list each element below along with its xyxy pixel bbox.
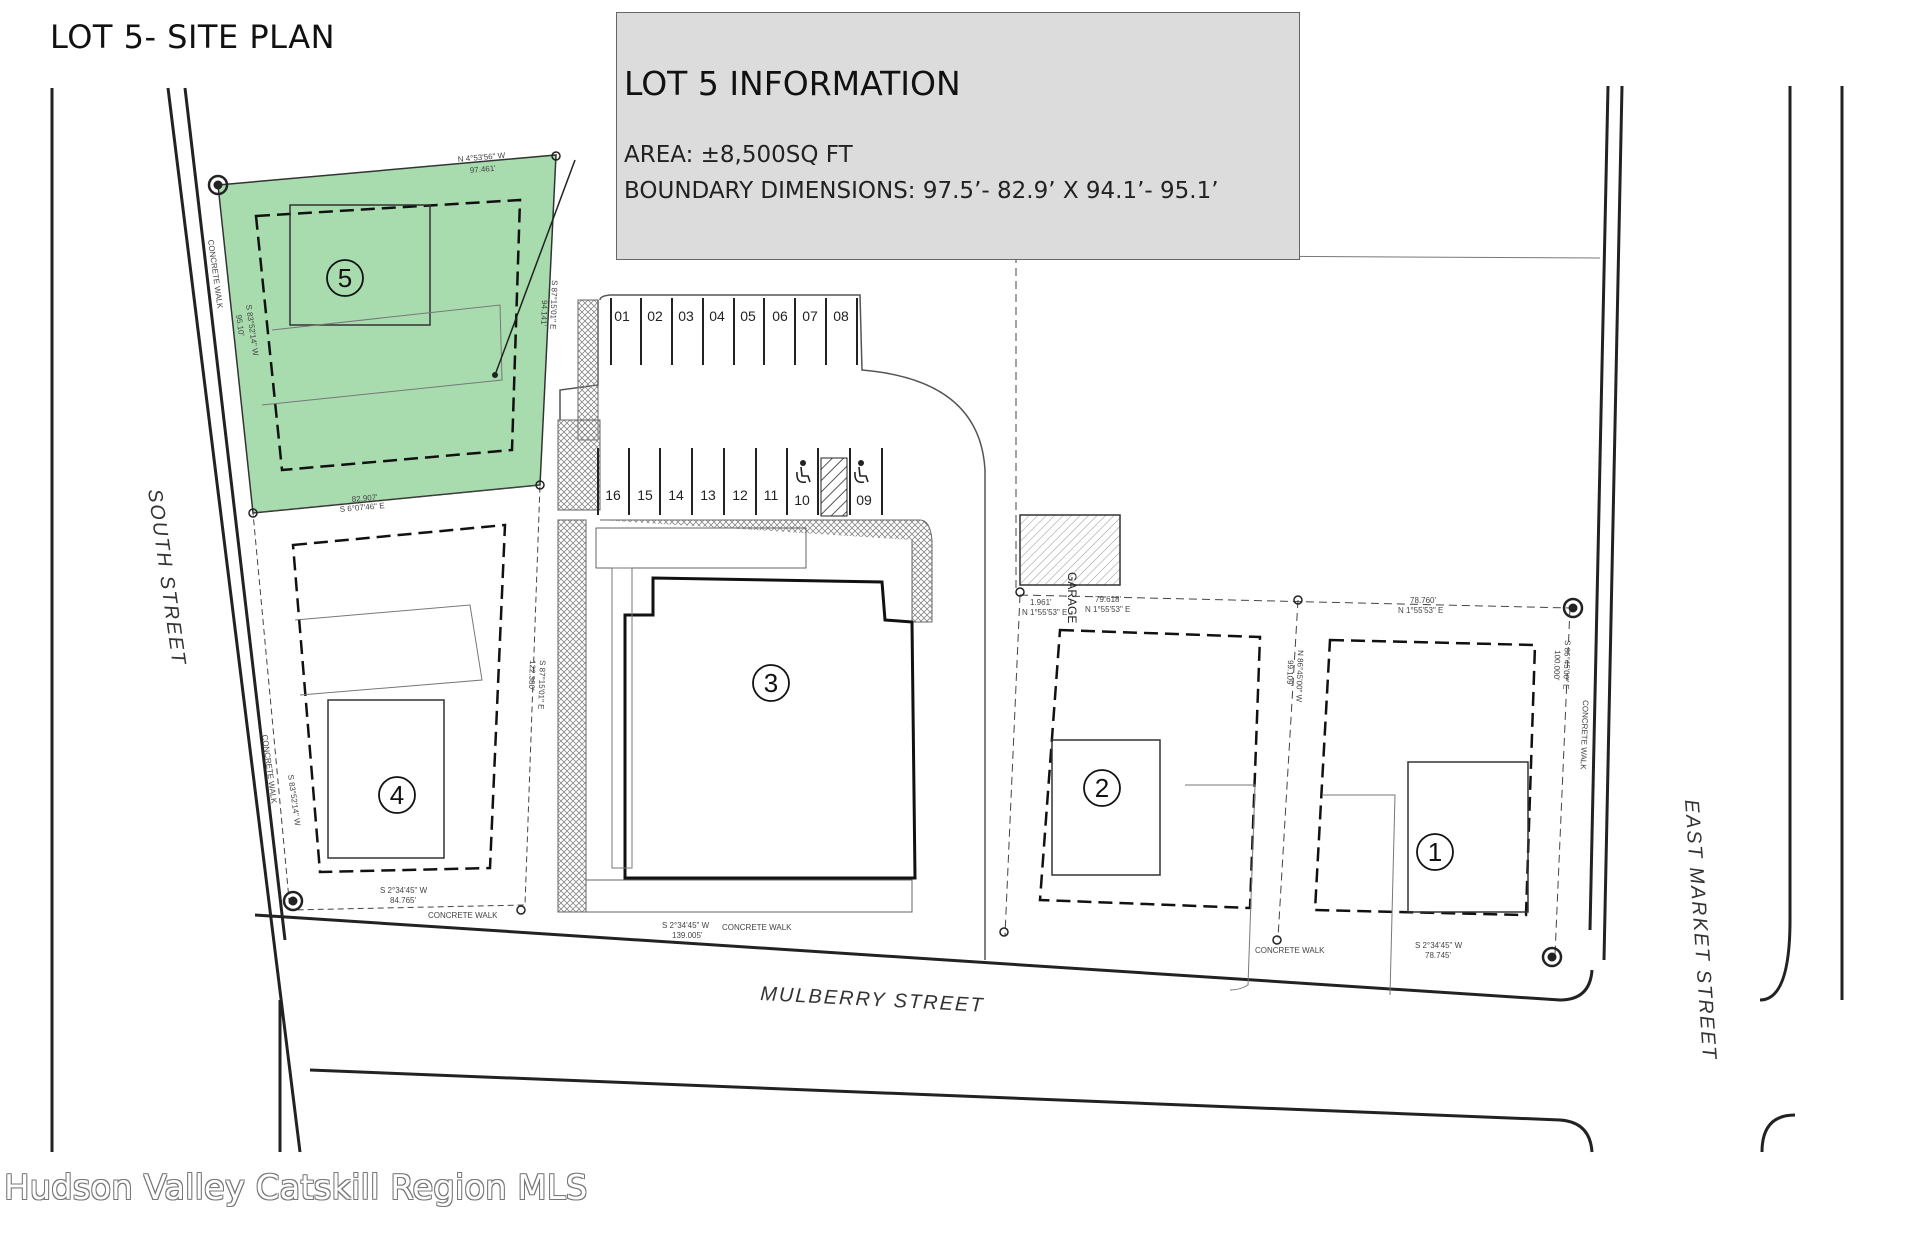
bearing-label: 100.000'	[1552, 650, 1562, 681]
parking-stalls-top	[610, 298, 858, 365]
lot-4-label: 4	[390, 780, 404, 810]
survey-markers	[207, 151, 1584, 968]
parking-space-label: 16	[605, 487, 621, 503]
parking-space-label: 14	[668, 487, 684, 503]
lot-3-area	[557, 294, 986, 960]
bearing-label: 82.907'	[351, 493, 378, 504]
parking-space-label: 09	[856, 492, 872, 508]
lot-4-building	[327, 699, 445, 859]
bearing-label: 78.760'	[1410, 596, 1436, 605]
south-street-curbs	[50, 87, 302, 1153]
parking-space-label: 11	[764, 487, 779, 503]
bearing-label: N 86°45'00" W	[1294, 650, 1305, 703]
watermark: Hudson Valley Catskill Region MLS	[4, 1168, 588, 1208]
bearing-label: S 86°45'00" E	[1561, 640, 1572, 690]
lot-4-driveway	[294, 604, 483, 696]
bearing-label: 94.141'	[539, 300, 549, 327]
bearing-label: 84.765'	[390, 896, 416, 905]
parking-space-label: 15	[637, 487, 653, 503]
lot-1-building	[1407, 761, 1529, 913]
lot-2-building	[1051, 739, 1161, 876]
lot-2-label: 2	[1095, 773, 1109, 803]
parking-space-label: 08	[833, 308, 849, 324]
bearing-label: S 83°52'14" W	[286, 774, 302, 827]
bearing-label: N 4°53'56" W	[457, 151, 506, 164]
walk-label: CONCRETE WALK	[260, 734, 279, 805]
bearing-label: 1.961'	[1030, 598, 1052, 607]
bearing-label: 139.005'	[672, 931, 703, 940]
bearing-label: 97.461'	[469, 164, 496, 175]
walk-label: CONCRETE WALK	[1579, 700, 1590, 770]
ada-icon	[854, 460, 869, 484]
bearing-label: 99.109'	[1285, 660, 1295, 687]
garage-label: GARAGE	[1065, 572, 1079, 623]
parking-space-label: 10	[794, 492, 810, 508]
walk-label: CONCRETE WALK	[428, 911, 498, 920]
lot-1-2-area	[1004, 254, 1601, 996]
lot-4-parcel	[252, 484, 541, 911]
lot-2-setback	[1038, 628, 1262, 910]
lot-5-label: 5	[338, 263, 352, 293]
parking-space-label: 07	[802, 308, 818, 324]
lot-markers	[326, 259, 1454, 871]
lot-5-building	[289, 204, 431, 326]
bearing-label: 78.745'	[1425, 951, 1451, 960]
bearing-label: S 87°15'01" E	[536, 660, 547, 710]
info-box-dimensions: BOUNDARY DIMENSIONS: 97.5’- 82.9’ X 94.1…	[624, 178, 1219, 204]
bearing-label: 95.10'	[234, 314, 246, 337]
info-box-title: LOT 5 INFORMATION	[624, 64, 961, 103]
east-market-street-label: EAST MARKET STREET	[1680, 799, 1720, 1061]
bearing-label: N 1°55'53" E	[1085, 605, 1130, 614]
lot-1-setback	[1313, 638, 1537, 917]
bearing-label: 122.380'	[527, 660, 537, 691]
mulberry-street-label: MULBERRY STREET	[760, 983, 985, 1017]
south-street-label: SOUTH STREET	[143, 488, 190, 668]
lot-5-parcel[interactable]	[217, 154, 557, 514]
lot-5-info-box	[616, 12, 1300, 260]
parking-space-label: 03	[678, 308, 694, 324]
ada-icon	[796, 460, 811, 484]
lot-5-driveway	[261, 304, 503, 406]
east-market-street-curbs	[1588, 85, 1844, 1002]
bearing-label: N 1°55'53" E	[1022, 608, 1067, 617]
parking-space-label: 13	[700, 487, 716, 503]
parking-space-label: 02	[647, 308, 663, 324]
walk-label: CONCRETE WALK	[722, 923, 792, 932]
parking-space-label: 12	[732, 487, 748, 503]
walk-label: CONCRETE WALK	[1255, 946, 1325, 955]
parking-stalls-bottom	[597, 448, 883, 515]
garage	[1019, 514, 1121, 586]
ada-stall-hatch	[820, 457, 848, 517]
callout-leader	[494, 159, 576, 376]
bearing-label: S 2°34'45" W	[380, 886, 428, 895]
page-title: LOT 5- SITE PLAN	[50, 18, 336, 56]
bearing-label: S 2°34'45" W	[662, 921, 710, 930]
parking-space-label: 04	[709, 308, 725, 324]
mulberry-street-curbs	[254, 913, 1796, 1153]
parking-space-label: 01	[614, 308, 630, 324]
bearing-label: 79.618'	[1095, 595, 1121, 604]
parking-space-label: 05	[740, 308, 756, 324]
parking-space-label: 06	[772, 308, 788, 324]
lot-1-label: 1	[1428, 837, 1442, 867]
bearing-label: N 1°55'53" E	[1398, 606, 1443, 615]
info-box-area: AREA: ±8,500SQ FT	[624, 142, 853, 168]
bearing-label: S 2°34'45" W	[1415, 941, 1463, 950]
lot-3-label: 3	[764, 668, 778, 698]
lot-5-setback	[254, 198, 522, 472]
bearing-label: S 87°15'01" E	[548, 280, 559, 330]
lot-3-building	[623, 576, 917, 880]
bearing-label: S 6°07'46" E	[339, 501, 385, 514]
lot-4-setback	[291, 523, 507, 874]
